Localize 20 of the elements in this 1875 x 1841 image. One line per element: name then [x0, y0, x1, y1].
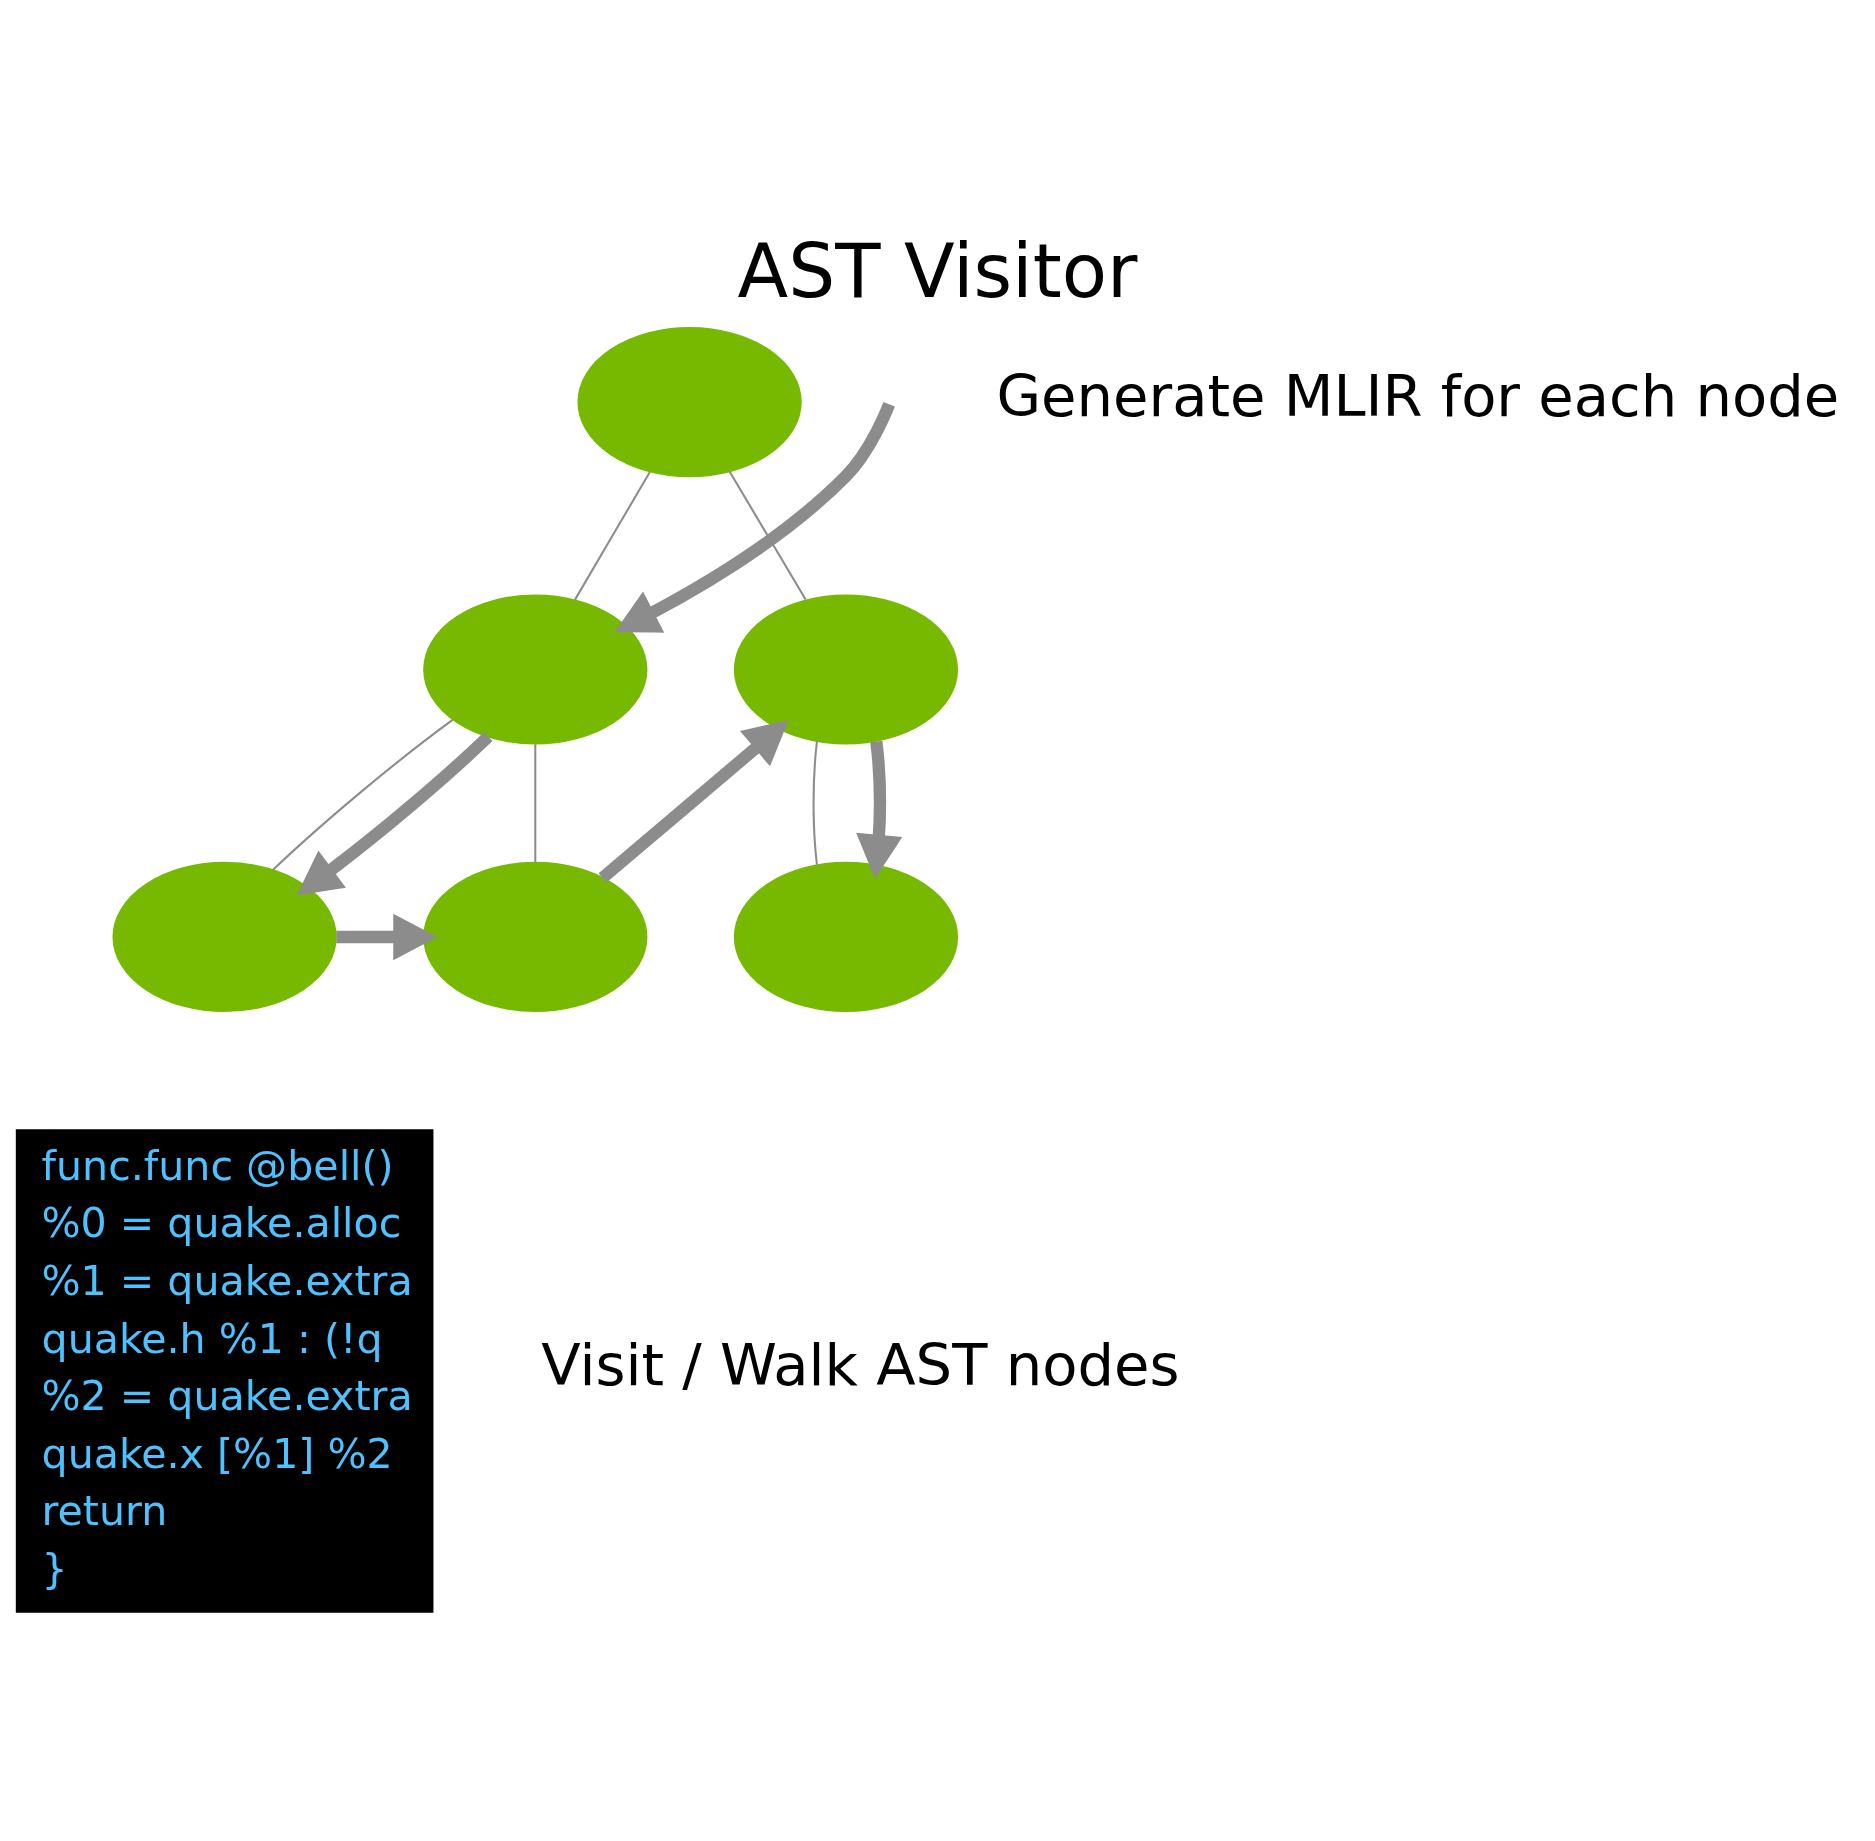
node-ellipse: [423, 594, 648, 745]
arrow: [296, 732, 493, 896]
node-ellipse: [577, 326, 802, 478]
label: Generate MLIR for each node: [996, 363, 1840, 431]
arrow: [614, 401, 895, 633]
connector: [812, 741, 818, 865]
arrow: [336, 913, 438, 961]
node-ellipse: [112, 861, 337, 1013]
arrow: [598, 720, 789, 883]
label: Visit / Walk AST nodes: [541, 1332, 1180, 1400]
connector: [272, 719, 454, 871]
connector: [574, 471, 651, 601]
arrow: [856, 740, 903, 879]
connector: [728, 470, 807, 601]
node-ellipse: [733, 861, 959, 1013]
diagram-title: AST Visitor: [737, 227, 1138, 314]
node-ellipse: [423, 861, 648, 1013]
connector: [534, 744, 537, 863]
node-ellipse: [733, 594, 959, 745]
node-box: func.func @bell() %0 = quake.alloc %1 = quake.extra quake.h %1 : (!q %2 = quake.extra quake.x [%1] %2 return }: [15, 1129, 434, 1613]
